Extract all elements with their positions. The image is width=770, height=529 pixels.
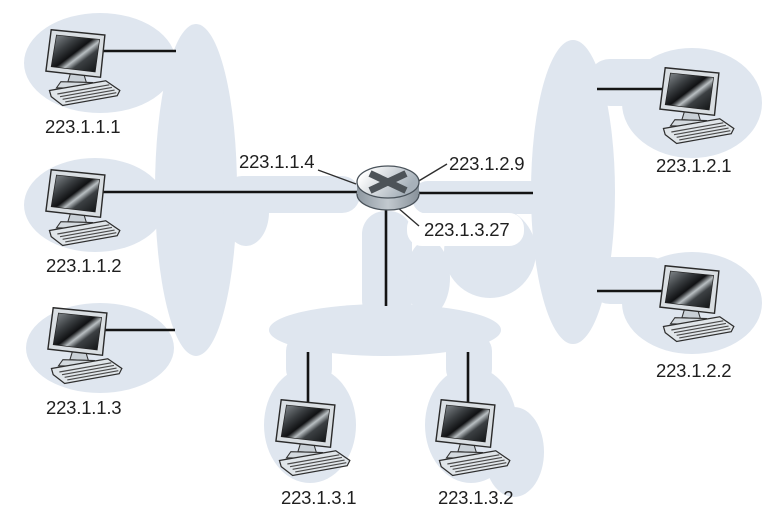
router-interface-label-bottom: 223.1.3.27 [424,219,509,240]
leader-interface-right [416,163,448,183]
cloud-trunk [155,24,237,356]
leader-interface-bottom [396,206,420,227]
host-label-223-1-3-2: 223.1.3.2 [438,487,513,508]
host-label-223-1-1-1: 223.1.1.1 [45,116,120,137]
interface-label-background [407,213,524,246]
cloud-bump [484,407,544,497]
leader-interface-left [317,169,357,185]
host-label-223-1-3-1: 223.1.3.1 [281,487,356,508]
cloud-arm [412,181,547,214]
cloud-bump [406,240,450,316]
host-label-223-1-1-3: 223.1.1.3 [46,397,121,418]
router-x-arrows-icon [368,170,408,194]
labels: 223.1.1.1 223.1.1.2 223.1.1.3 223.1.2.1 … [45,116,732,508]
host-label-223-1-1-2: 223.1.1.2 [46,255,121,276]
host-label-223-1-2-1: 223.1.2.1 [656,155,731,176]
router-interface-label-left: 223.1.1.4 [239,151,314,172]
leader-lines [317,163,448,227]
host-label-223-1-2-2: 223.1.2.2 [656,360,731,381]
router-icon [356,165,420,211]
network-links [103,49,666,406]
cloud-bump [223,178,269,246]
router-interface-label-right: 223.1.2.9 [449,153,524,174]
subnet-cloud-bottom [264,211,544,497]
